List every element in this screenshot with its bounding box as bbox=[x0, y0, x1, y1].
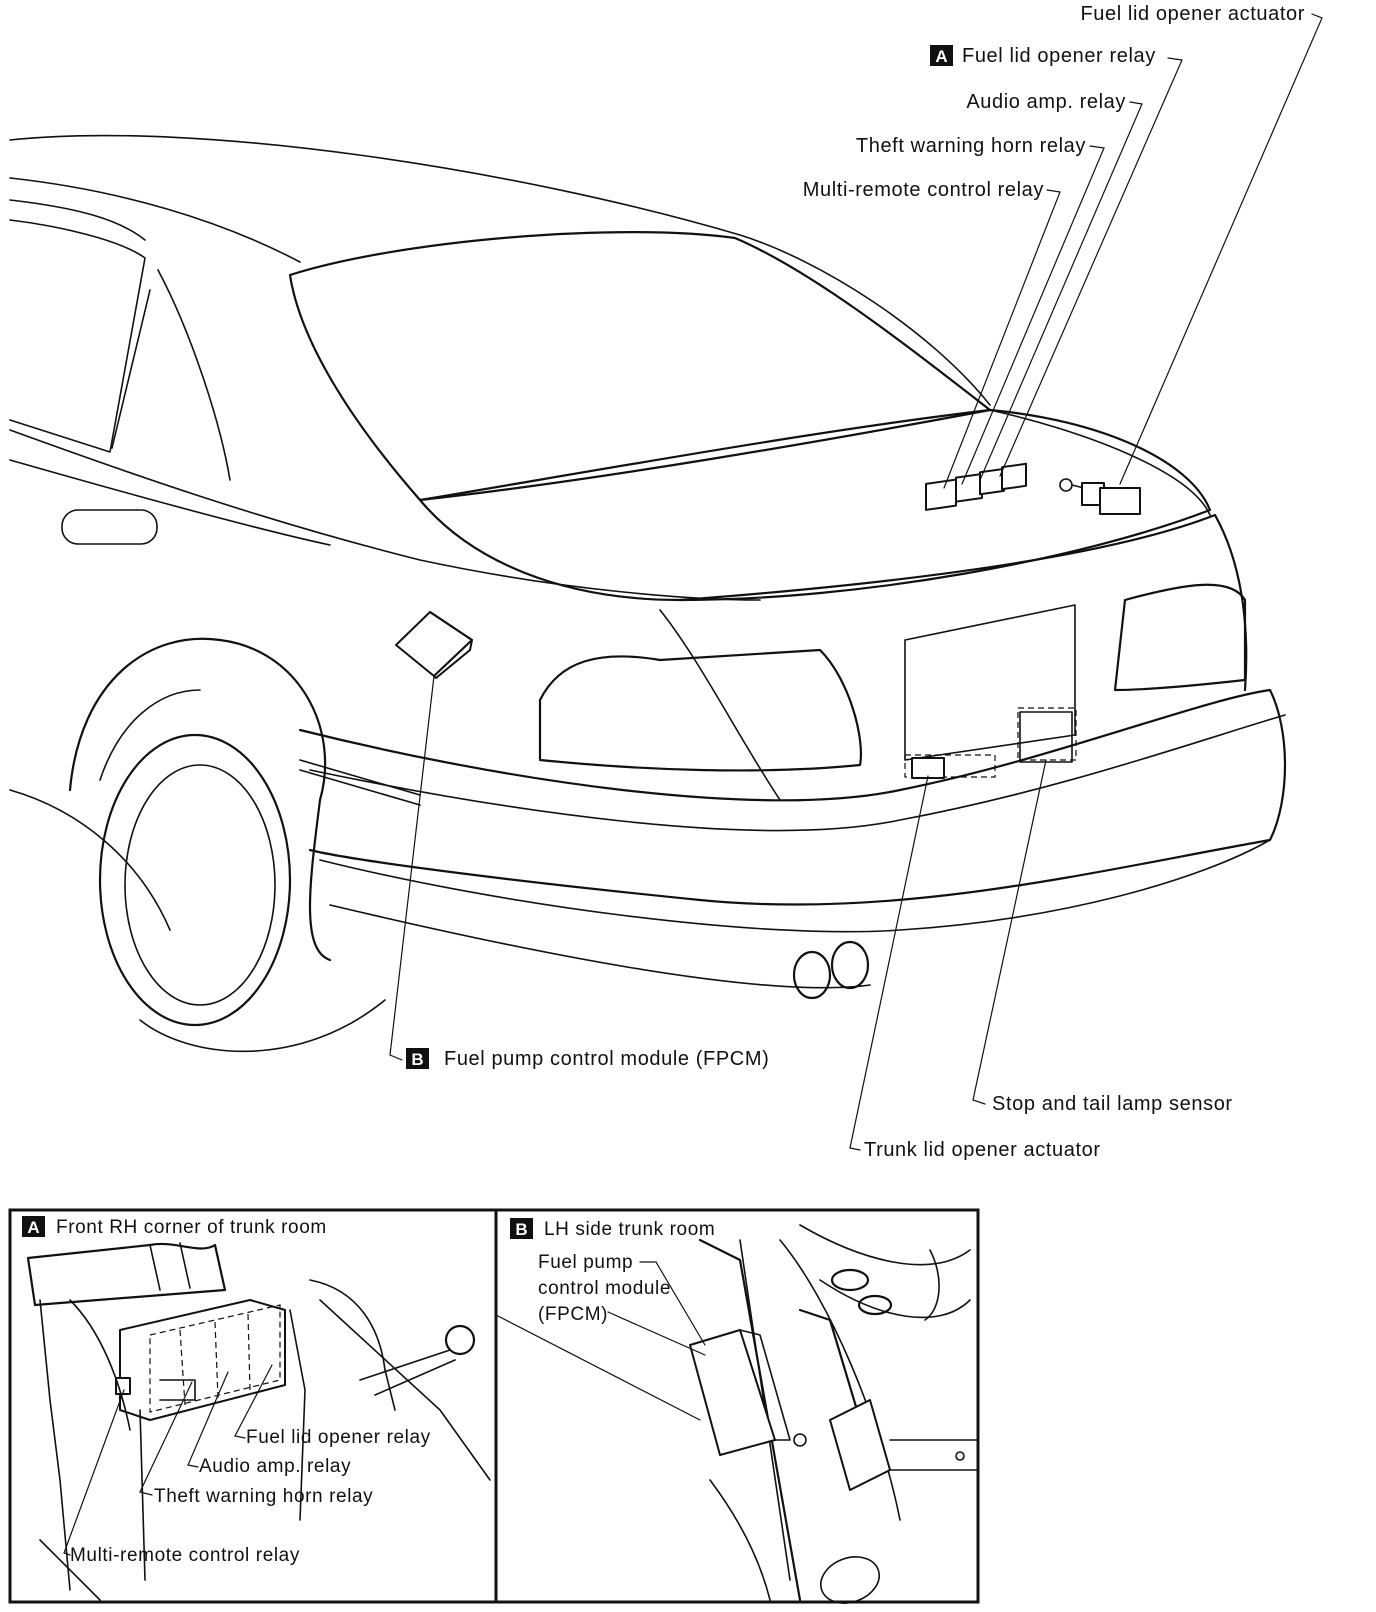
tag-b-box bbox=[406, 1048, 429, 1069]
car-illustration bbox=[9, 134, 1287, 1053]
trunk-lid-opener-actuator-illustration bbox=[904, 754, 996, 779]
inset-b-title: LH side trunk room bbox=[544, 1219, 715, 1240]
inset-b-fpcm-line3: (FPCM) bbox=[538, 1304, 608, 1325]
inset-a-tag-letter: A bbox=[27, 1218, 39, 1237]
label-stop-tail-lamp-sensor: Stop and tail lamp sensor bbox=[992, 1093, 1233, 1115]
tag-a-letter: A bbox=[935, 47, 947, 66]
leader-lines bbox=[389, 13, 1323, 1151]
inset-a-label-theft-warning-horn-relay: Theft warning horn relay bbox=[154, 1486, 373, 1507]
inset-a-label-multi-remote-control-relay: Multi-remote control relay bbox=[70, 1545, 300, 1566]
inset-b-tag-letter: B bbox=[515, 1220, 527, 1239]
label-fpcm: Fuel pump control module (FPCM) bbox=[444, 1048, 769, 1070]
label-fuel-lid-opener-actuator: Fuel lid opener actuator bbox=[1080, 3, 1305, 25]
inset-b-tag-box bbox=[510, 1218, 533, 1239]
fpcm-illustration bbox=[395, 611, 473, 679]
relay-cluster-illustration bbox=[925, 462, 1027, 511]
label-multi-remote-control-relay: Multi-remote control relay bbox=[803, 179, 1044, 201]
inset-a-tag-box bbox=[22, 1216, 45, 1237]
inset-b-fpcm-line1: Fuel pump bbox=[538, 1252, 633, 1273]
inset-b: B LH side trunk room Fuel pump control m… bbox=[494, 1208, 980, 1604]
label-theft-warning-horn-relay: Theft warning horn relay bbox=[856, 135, 1086, 157]
inset-a: A Front RH corner of trunk room Fuel lid… bbox=[8, 1208, 498, 1604]
inset-a-label-audio-amp-relay: Audio amp. relay bbox=[199, 1456, 351, 1477]
label-trunk-lid-opener-actuator: Trunk lid opener actuator bbox=[864, 1139, 1101, 1161]
inset-a-label-fuel-lid-opener-relay: Fuel lid opener relay bbox=[246, 1427, 431, 1448]
tag-a-box bbox=[930, 45, 953, 66]
label-fuel-lid-opener-relay: Fuel lid opener relay bbox=[962, 45, 1156, 67]
tag-b-letter: B bbox=[411, 1050, 423, 1069]
label-audio-amp-relay: Audio amp. relay bbox=[966, 91, 1126, 113]
inset-a-title: Front RH corner of trunk room bbox=[56, 1217, 327, 1238]
fuel-lid-opener-actuator-illustration bbox=[1059, 478, 1141, 515]
inset-b-fpcm-line2: control module bbox=[538, 1278, 671, 1299]
